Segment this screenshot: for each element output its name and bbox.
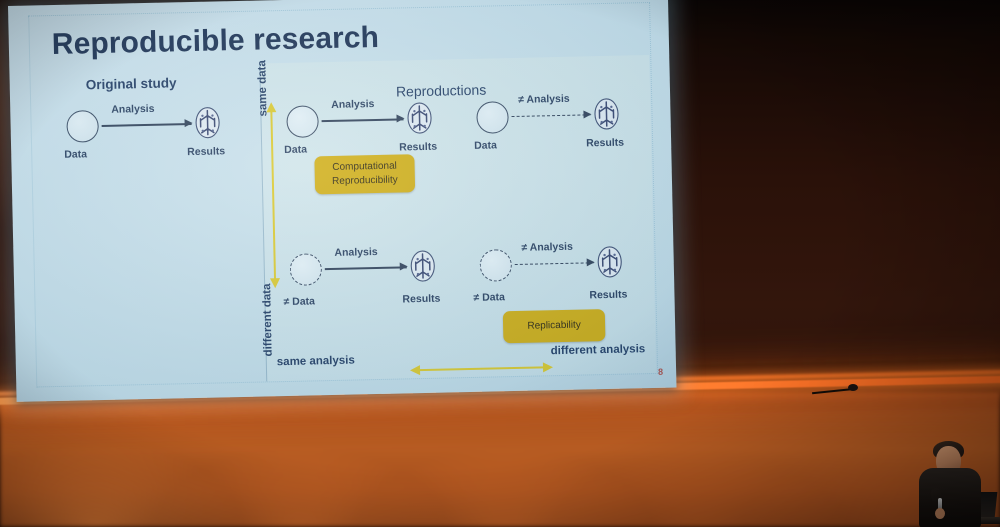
brain-results-icon [410, 250, 435, 282]
data-circle-icon [66, 110, 99, 143]
data-label: Data [284, 143, 308, 157]
analysis-label: ≠ Analysis [518, 92, 570, 106]
data-label: Data [474, 139, 498, 152]
horizontal-axis-right-label: different analysis [550, 343, 646, 358]
results-label: Results [586, 136, 625, 150]
vertical-axis-bottom-label: different data [261, 283, 275, 357]
presentation-slide: Reproducible research Original study Rep… [28, 1, 663, 388]
analysis-label: Analysis [111, 102, 155, 116]
brain-results-icon [195, 107, 220, 139]
analysis-label: Analysis [334, 245, 378, 259]
horizontal-axis-left-label: same analysis [276, 354, 355, 369]
results-label: Results [589, 288, 628, 302]
reproductions-heading: Reproductions [395, 81, 487, 100]
vertical-axis-top-label: same data [256, 60, 270, 117]
results-label: Results [399, 140, 438, 154]
analysis-arrow-icon [101, 123, 192, 127]
callout-line-2: Reproducibility [331, 174, 398, 187]
callout-computational-reproducibility: Computational Reproducibility [314, 154, 416, 195]
analysis-label: Analysis [331, 98, 375, 111]
projection-screen: Reproducible research Original study Rep… [8, 0, 677, 402]
callout-replicability: Replicability [502, 309, 606, 344]
slide-number: 8 [658, 366, 664, 377]
original-study-heading: Original study [85, 75, 177, 93]
presenter-hand [935, 508, 945, 519]
handheld-microphone-icon [938, 498, 942, 512]
boom-mic-head-icon [848, 384, 858, 391]
presenter-speaker [905, 432, 995, 527]
brain-results-icon [597, 246, 622, 278]
microphone-boom-stand [812, 382, 858, 398]
analysis-label: ≠ Analysis [521, 240, 574, 254]
data-label: Data [64, 148, 88, 161]
callout-line-1: Replicability [527, 319, 581, 332]
brain-results-icon [407, 102, 432, 134]
presenter-torso [919, 468, 981, 527]
data-label: ≠ Data [283, 295, 316, 309]
slide-title: Reproducible research [51, 20, 380, 62]
stage-wall-glow [0, 392, 1000, 527]
data-label: ≠ Data [473, 291, 506, 304]
brain-results-icon [594, 98, 619, 130]
results-label: Results [187, 145, 226, 159]
projection-screen-wrapper: Reproducible research Original study Rep… [8, 0, 679, 404]
results-label: Results [402, 292, 441, 306]
